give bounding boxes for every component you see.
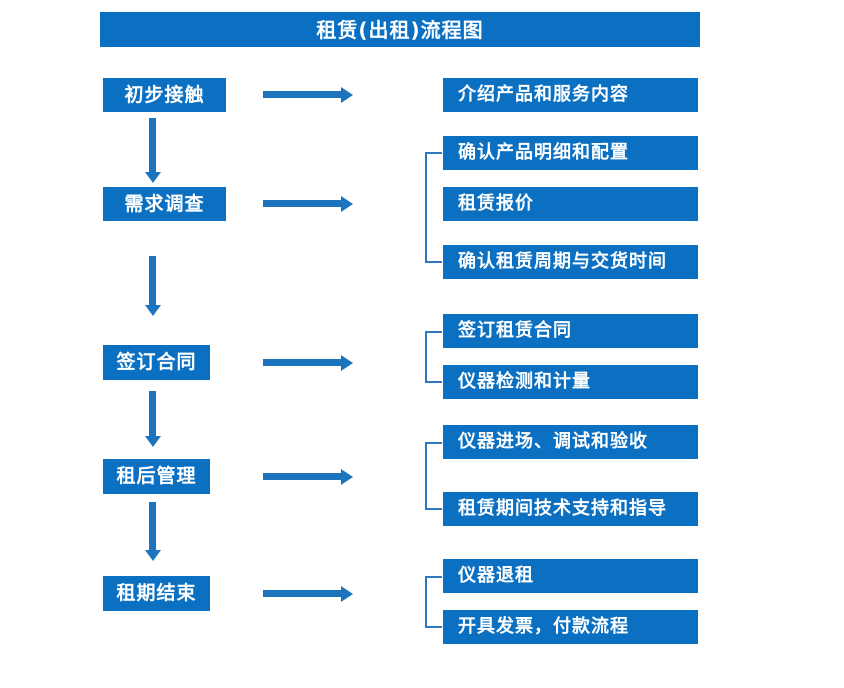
step-box-rental-end: 租期结束 — [103, 576, 210, 611]
right-arrow-connector-4 — [263, 473, 341, 480]
detail-box-instrument-testing: 仪器检测和计量 — [443, 365, 698, 399]
detail-box-rental-quote: 租赁报价 — [443, 187, 698, 221]
step-box-sign-contract: 签订合同 — [103, 345, 210, 380]
down-arrow-connector-4 — [149, 502, 156, 550]
group-bracket-sign-contract — [425, 331, 442, 383]
detail-box-confirm-product-config: 确认产品明细和配置 — [443, 136, 698, 170]
step-box-post-rental-management: 租后管理 — [103, 459, 210, 494]
right-arrow-connector-5 — [263, 590, 341, 597]
detail-box-introduce-products: 介绍产品和服务内容 — [443, 78, 698, 112]
detail-box-confirm-period-delivery: 确认租赁周期与交货时间 — [443, 245, 698, 279]
group-bracket-post-rental — [425, 442, 442, 510]
down-arrow-connector-1 — [149, 118, 156, 172]
diagram-title: 租赁(出租)流程图 — [100, 12, 700, 47]
detail-box-invoice-payment: 开具发票，付款流程 — [443, 610, 698, 644]
down-arrow-connector-2 — [149, 256, 156, 305]
detail-box-instrument-setup-acceptance: 仪器进场、调试和验收 — [443, 425, 698, 459]
detail-box-tech-support: 租赁期间技术支持和指导 — [443, 492, 698, 526]
group-bracket-rental-end — [425, 576, 442, 628]
down-arrow-connector-3 — [149, 391, 156, 436]
right-arrow-connector-1 — [263, 91, 341, 98]
detail-box-instrument-return: 仪器退租 — [443, 559, 698, 593]
step-box-initial-contact: 初步接触 — [103, 78, 226, 112]
step-box-demand-survey: 需求调查 — [103, 187, 226, 221]
right-arrow-connector-2 — [263, 200, 341, 207]
detail-box-sign-rental-contract: 签订租赁合同 — [443, 314, 698, 348]
group-bracket-demand-survey — [425, 152, 442, 263]
right-arrow-connector-3 — [263, 359, 341, 366]
